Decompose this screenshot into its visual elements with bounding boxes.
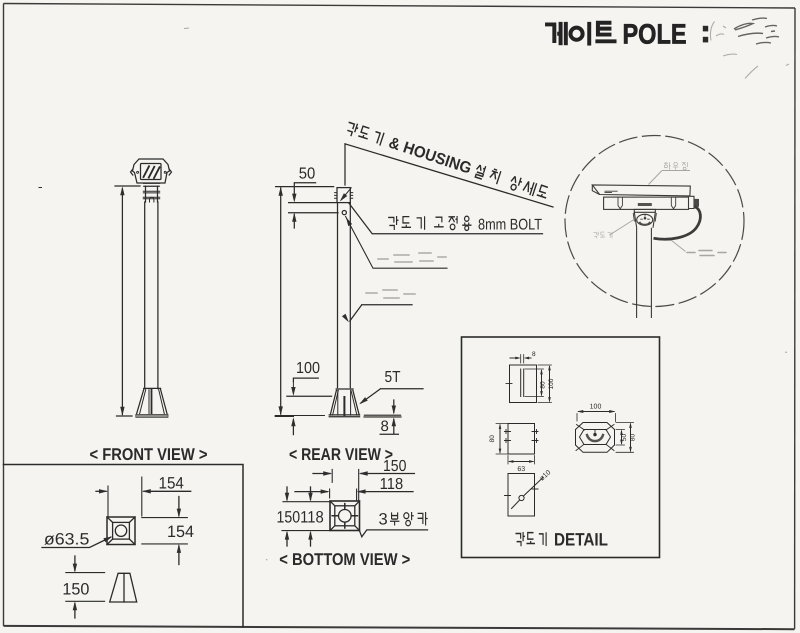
svg-text:ø63.5: ø63.5: [44, 530, 90, 548]
svg-text:118: 118: [380, 476, 404, 493]
svg-text:8: 8: [381, 418, 389, 435]
svg-text:100: 100: [590, 404, 602, 411]
svg-text:118: 118: [300, 509, 324, 527]
svg-text:154: 154: [159, 475, 184, 493]
svg-text:154: 154: [167, 523, 194, 541]
svg-text:50: 50: [621, 434, 628, 442]
svg-text:80: 80: [630, 434, 637, 442]
svg-text:3: 3: [379, 511, 388, 529]
svg-text:80: 80: [489, 435, 496, 443]
svg-text:< FRONT VIEW >: < FRONT VIEW >: [90, 445, 208, 464]
svg-text:150: 150: [383, 458, 407, 475]
svg-text:5T: 5T: [385, 369, 401, 386]
svg-text:DETAIL: DETAIL: [554, 530, 608, 550]
svg-text:8mm BOLT: 8mm BOLT: [478, 217, 542, 234]
svg-text:150: 150: [277, 509, 301, 527]
svg-text:150: 150: [62, 581, 89, 599]
svg-text:100: 100: [548, 378, 555, 389]
svg-text:80: 80: [540, 381, 547, 389]
svg-text:50: 50: [299, 166, 316, 183]
svg-text:< REAR VIEW >: < REAR VIEW >: [289, 445, 393, 464]
svg-text:8: 8: [532, 351, 536, 358]
svg-text:< BOTTOM VIEW >: < BOTTOM VIEW >: [279, 550, 410, 569]
svg-text:100: 100: [296, 360, 320, 377]
svg-text:63: 63: [517, 466, 525, 473]
svg-text:POLE: POLE: [623, 19, 687, 50]
